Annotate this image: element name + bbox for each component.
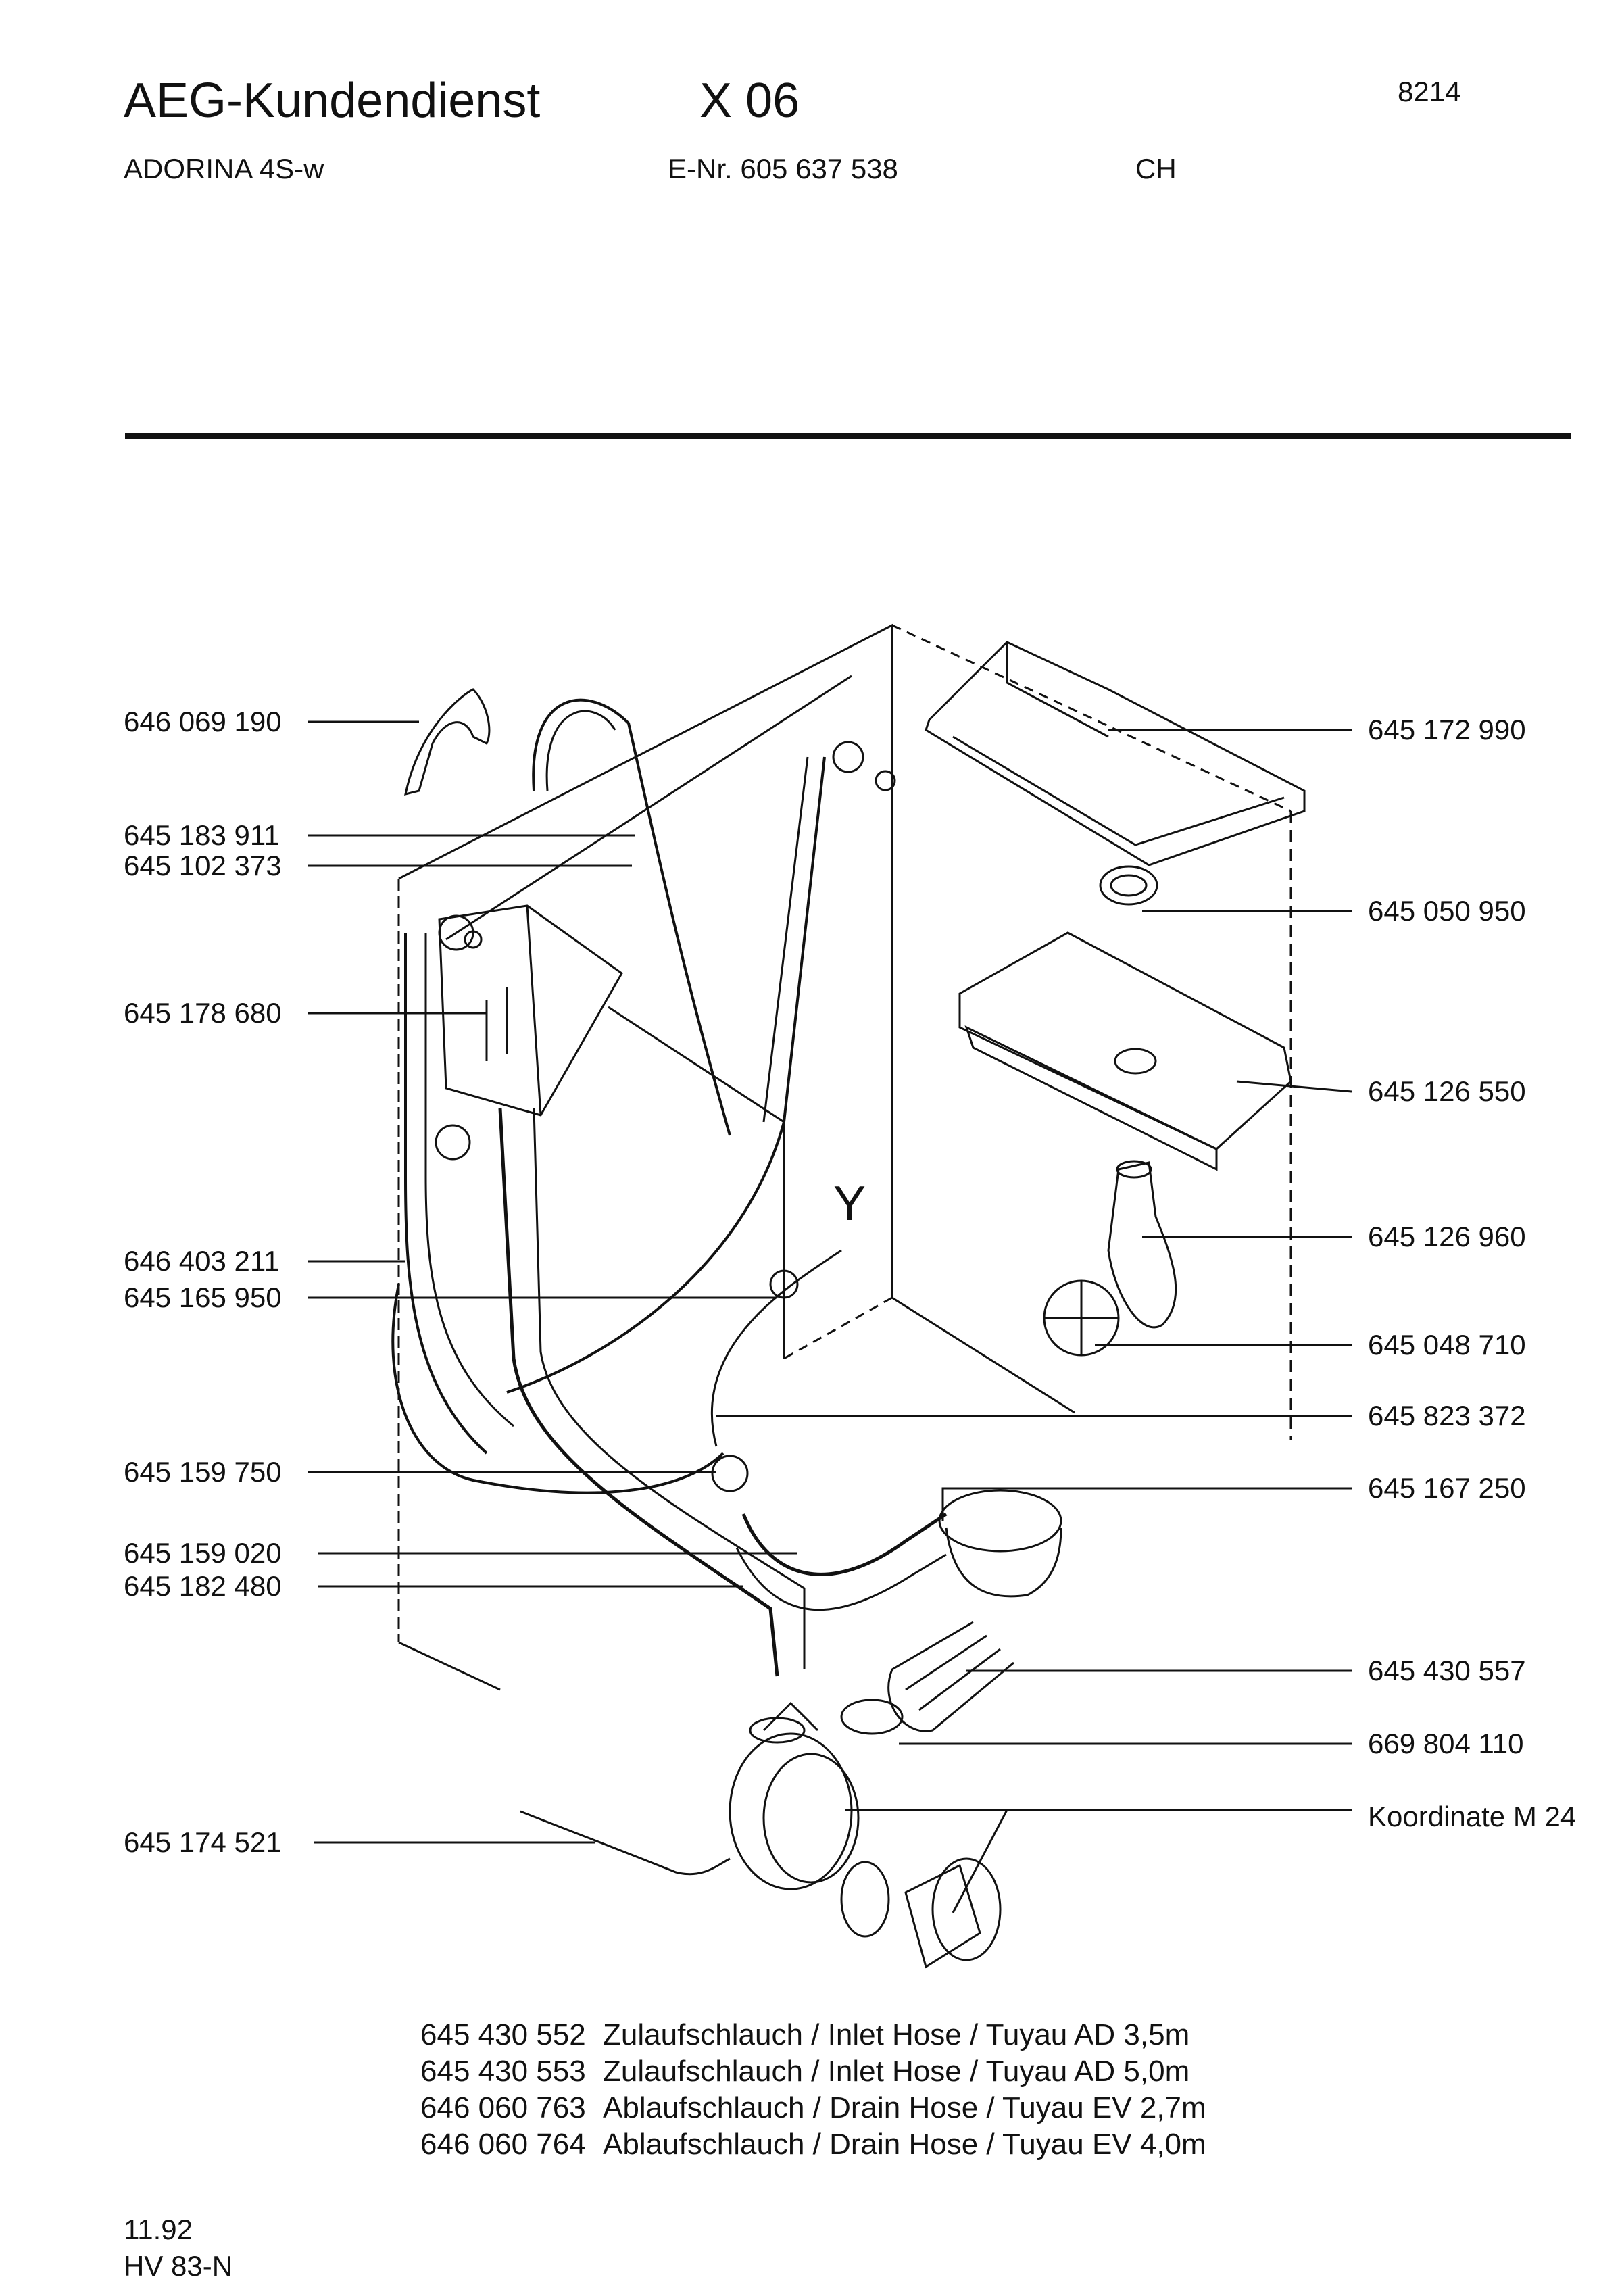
detergent-dispenser (438, 904, 623, 1117)
callout-646403211: 646 403 211 (124, 1245, 280, 1277)
diagram-mark-y: Y (833, 1177, 866, 1231)
parts-list-row: 645 430 553 Zulaufschlauch / Inlet Hose /… (420, 2055, 1189, 2089)
sump (938, 1489, 1062, 1553)
callout-645182480: 645 182 480 (124, 1570, 282, 1602)
brand-title: AEG-Kundendienst (124, 74, 541, 128)
top-cover (925, 641, 1306, 866)
part-description: Ablaufschlauch / Drain Hose / Tuyau EV 4… (603, 2128, 1206, 2161)
dispenser-housing (958, 931, 1292, 1150)
callout-645172990: 645 172 990 (1368, 714, 1526, 746)
callout-669804110: 669 804 110 (1368, 1728, 1524, 1759)
callout-645159020: 645 159 020 (124, 1537, 282, 1569)
header-divider (125, 433, 1571, 439)
callout-645126960: 645 126 960 (1368, 1221, 1526, 1252)
leader-645126550 (1236, 1080, 1352, 1093)
inlet-hose (532, 698, 731, 1136)
drain-pump (729, 1732, 853, 1890)
callout-645430557: 645 430 557 (1368, 1655, 1526, 1686)
callout-645183911: 645 183 911 (124, 819, 280, 851)
part-description: Zulaufschlauch / Inlet Hose / Tuyau AD 3… (603, 2018, 1190, 2051)
part-number: 646 060 764 (420, 2128, 586, 2161)
callout-645102373: 645 102 373 (124, 850, 282, 881)
callout-645159750: 645 159 750 (124, 1456, 282, 1488)
callout-koordinate-m24: Koordinate M 24 (1368, 1801, 1577, 1832)
part-number: 645 430 552 (420, 2018, 586, 2051)
footer-code: HV 83-N (124, 2250, 233, 2282)
footer-date: 11.92 (124, 2214, 193, 2245)
leader-645167250 (941, 1487, 1352, 1521)
hose-bracket (404, 688, 491, 796)
callout-645167250: 645 167 250 (1368, 1472, 1526, 1504)
model-name: ADORINA 4S-w (124, 153, 324, 185)
callout-645178680: 645 178 680 (124, 997, 282, 1029)
callout-645165950: 645 165 950 (124, 1281, 282, 1313)
inlet-elbow (1107, 1161, 1177, 1329)
cabinet-outline (398, 623, 1075, 1414)
parts-list-row: 645 430 552 Zulaufschlauch / Inlet Hose /… (420, 2018, 1189, 2052)
part-description: Zulaufschlauch / Inlet Hose / Tuyau AD 5… (603, 2055, 1190, 2088)
country-code: CH (1135, 153, 1177, 185)
page-number: 8214 (1398, 76, 1461, 107)
callout-645126550: 645 126 550 (1368, 1075, 1526, 1107)
callout-646069190: 646 069 190 (124, 706, 282, 737)
parts-list-row: 646 060 763 Ablaufschlauch / Drain Hose /… (420, 2091, 1206, 2125)
bellows (891, 1621, 1014, 1732)
section-code: X 06 (699, 74, 800, 128)
part-description: Ablaufschlauch / Drain Hose / Tuyau EV 2… (603, 2091, 1206, 2124)
callout-645174521: 645 174 521 (124, 1826, 282, 1858)
part-number: 645 430 553 (420, 2055, 586, 2088)
parts-list-row: 646 060 764 Ablaufschlauch / Drain Hose /… (420, 2128, 1206, 2161)
callout-645050950: 645 050 950 (1368, 895, 1526, 927)
callout-645048710: 645 048 710 (1368, 1329, 1526, 1361)
drain-hose (498, 1108, 779, 1677)
callout-645823372: 645 823 372 (1368, 1400, 1526, 1432)
e-number: E-Nr. 605 637 538 (668, 153, 898, 185)
part-number: 646 060 763 (420, 2091, 586, 2124)
